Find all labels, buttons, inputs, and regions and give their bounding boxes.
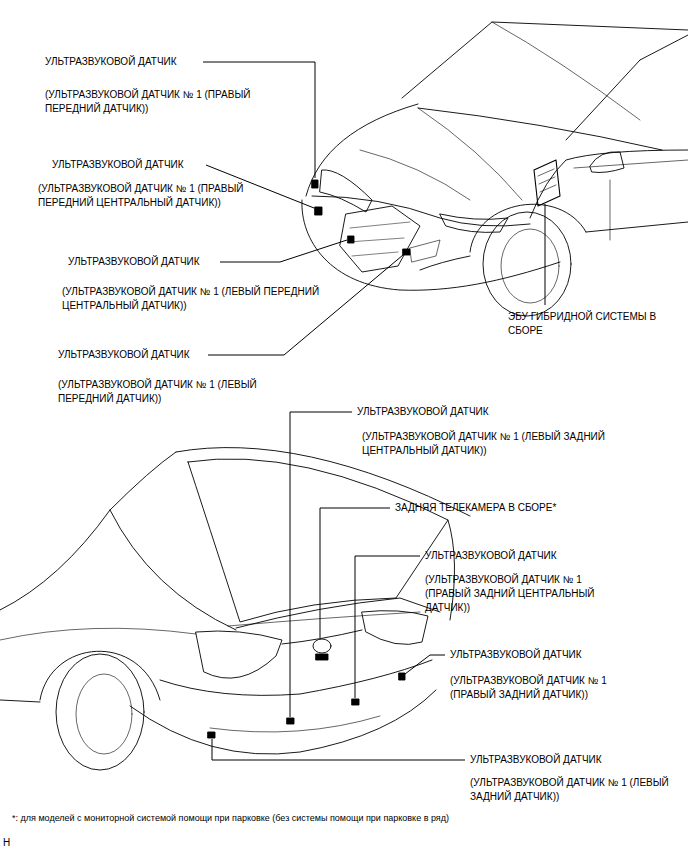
part-sublabel: (УЛЬТРАЗВУКОВОЙ ДАТЧИК № 1 (ЛЕВЫЙ ЗАДНИЙ… — [362, 430, 624, 458]
leader-line — [545, 204, 546, 305]
sensor — [352, 699, 359, 705]
grille-bars — [348, 222, 410, 256]
body-side — [0, 510, 110, 610]
cowl-line — [418, 108, 662, 150]
sensor — [208, 732, 215, 738]
leader-line — [203, 62, 315, 178]
part-label: УЛЬТРАЗВУКОВОЙ ДАТЧИК — [450, 648, 582, 662]
windshield-reflection — [492, 22, 640, 120]
fender-line — [530, 150, 688, 218]
headlight — [440, 214, 508, 232]
part-label: УЛЬТРАЗВУКОВОЙ ДАТЧИК — [68, 255, 200, 269]
part-sublabel: (УЛЬТРАЗВУКОВОЙ ДАТЧИК № 1 (ПРАВЫЙ ПЕРЕД… — [38, 182, 300, 210]
a-pillar — [566, 60, 640, 140]
part-label: УЛЬТРАЗВУКОВОЙ ДАТЧИК — [45, 55, 177, 69]
ecu-ribs — [538, 169, 556, 192]
sill-line — [586, 222, 688, 232]
c-pillar — [110, 452, 176, 510]
footnote: *: для моделей с мониторной системой пом… — [12, 812, 482, 825]
sensor — [399, 673, 405, 680]
side-crease — [0, 628, 196, 640]
taillight — [362, 611, 428, 645]
trunk-edge — [282, 630, 362, 644]
leader-line — [208, 255, 403, 355]
sensor — [348, 236, 354, 243]
sensor — [287, 718, 294, 724]
bumper-top — [160, 660, 432, 695]
part-sublabel: (УЛЬТРАЗВУКОВОЙ ДАТЧИК № 1 (ЛЕВЫЙ ПЕРЕДН… — [62, 285, 324, 313]
leader-line — [220, 240, 347, 262]
rear-wheel — [56, 654, 144, 770]
hood-edge — [306, 104, 418, 196]
sensor — [403, 249, 410, 255]
wheel-arch — [470, 204, 586, 252]
sill-line — [0, 700, 40, 702]
roof-edge — [640, 35, 688, 60]
trunk-lid — [236, 598, 440, 628]
leader-line — [212, 739, 465, 760]
part-sublabel: (УЛЬТРАЗВУКОВОЙ ДАТЧИК № 1 (ПРАВЫЙ ЗАДНИ… — [425, 573, 630, 615]
part-sublabel: (УЛЬТРАЗВУКОВОЙ ДАТЧИК № 1 (ЛЕВЫЙ ЗАДНИЙ… — [470, 776, 675, 804]
emblem — [313, 639, 331, 653]
leader-line — [290, 412, 352, 717]
quarter-panel — [110, 510, 236, 630]
bumper-crease — [210, 716, 380, 732]
camera — [316, 654, 328, 660]
part-label: УЛЬТРАЗВУКОВОЙ ДАТЧИК — [470, 753, 602, 767]
part-sublabel: (УЛЬТРАЗВУКОВОЙ ДАТЧИК № 1 (ПРАВЫЙ ЗАДНИ… — [450, 674, 655, 702]
part-label: УЛЬТРАЗВУКОВОЙ ДАТЧИК — [425, 549, 557, 563]
part-label: ЭБУ ГИБРИДНОЙ СИСТЕМЫ В СБОРЕ — [508, 310, 678, 338]
figure-code: H — [3, 836, 10, 850]
fog-lamp — [410, 240, 440, 262]
part-label: УЛЬТРАЗВУКОВОЙ ДАТЧИК — [52, 158, 184, 172]
part-sublabel: (УЛЬТРАЗВУКОВОЙ ДАТЧИК № 1 (ПРАВЫЙ ПЕРЕД… — [45, 88, 277, 116]
sensor — [312, 180, 318, 188]
hood-crease — [360, 150, 470, 200]
spindle-grille — [340, 206, 420, 272]
wheel-rim — [76, 674, 132, 754]
front-wheel — [483, 212, 571, 316]
hood-crease — [418, 108, 522, 200]
wheel-rim — [501, 229, 559, 303]
front-bumper — [302, 200, 560, 290]
windshield-frame — [402, 22, 688, 98]
rear-bumper — [130, 690, 436, 754]
sensor — [315, 207, 322, 215]
part-sublabel: (УЛЬТРАЗВУКОВОЙ ДАТЧИК № 1 (ЛЕВЫЙ ПЕРЕДН… — [58, 378, 290, 406]
ecu-housing — [534, 160, 560, 206]
spoiler-edge — [228, 612, 420, 626]
headlight — [320, 170, 372, 212]
taillight — [196, 631, 282, 678]
part-label: УЛЬТРАЗВУКОВОЙ ДАТЧИК — [58, 348, 190, 362]
rear-window — [188, 459, 448, 622]
part-label: УЛЬТРАЗВУКОВОЙ ДАТЧИК — [357, 405, 489, 419]
door-gap — [610, 180, 611, 240]
mirror — [590, 152, 624, 173]
leader-line — [355, 556, 420, 698]
part-label: ЗАДНЯЯ ТЕЛЕКАМЕРА В СБОРЕ* — [395, 501, 556, 515]
leader-line — [405, 655, 445, 674]
